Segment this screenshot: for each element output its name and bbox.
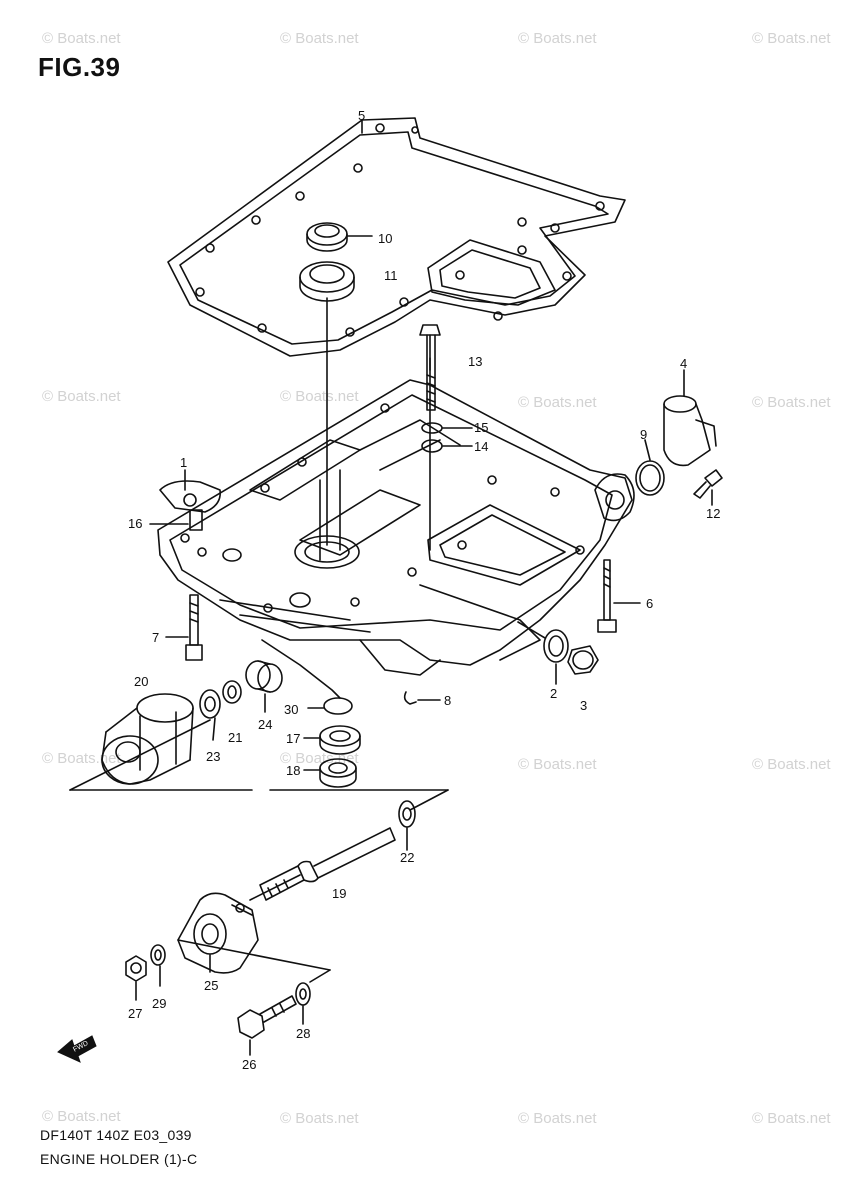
gasket-part — [167, 117, 626, 357]
part-label: 26 — [242, 1057, 257, 1072]
model-code: DF140T 140Z E03_039 — [40, 1127, 192, 1143]
part-label: 4 — [680, 356, 688, 371]
oil-seal-part — [306, 222, 348, 252]
watermark: © Boats.net — [518, 1110, 597, 1127]
part-label: 2 — [550, 686, 558, 701]
sleeve-part — [245, 660, 283, 693]
part-label: 5 — [358, 108, 366, 123]
snap-ring-part — [323, 697, 353, 715]
bolt-part — [419, 324, 441, 411]
part-label: 12 — [706, 506, 721, 521]
part-label: 11 — [384, 268, 398, 283]
part-label: 27 — [128, 1006, 143, 1021]
part-label: 28 — [296, 1026, 311, 1041]
part-label: 16 — [128, 516, 143, 531]
oil-seal-part — [299, 261, 355, 302]
bearing-part — [319, 725, 361, 755]
watermark: © Boats.net — [42, 750, 121, 767]
part-label: 15 — [474, 420, 489, 435]
part-label: 6 — [646, 596, 654, 611]
stud-bolt-part — [597, 559, 641, 633]
part-label: 29 — [152, 996, 167, 1011]
part-label: 7 — [152, 630, 160, 645]
diagram-description: ENGINE HOLDER (1)-C — [40, 1151, 198, 1167]
part-label: 25 — [204, 978, 219, 993]
washer-part — [398, 800, 416, 828]
part-label: 23 — [206, 749, 221, 764]
watermark: © Boats.net — [280, 388, 359, 405]
watermark: © Boats.net — [518, 394, 597, 411]
watermark: © Boats.net — [42, 30, 121, 47]
watermark: © Boats.net — [42, 1108, 121, 1125]
dowel-pin-part — [149, 509, 203, 531]
nut-part — [125, 955, 147, 982]
part-label: 20 — [134, 674, 149, 689]
watermark: © Boats.net — [280, 1110, 359, 1127]
watermark: © Boats.net — [752, 1110, 831, 1127]
part-label: 18 — [286, 763, 301, 778]
bolt-part — [693, 469, 723, 506]
watermark: © Boats.net — [280, 30, 359, 47]
bolt-part — [165, 594, 203, 661]
part-label: 24 — [258, 717, 273, 732]
part-label: 30 — [284, 702, 299, 717]
drain-plug-part — [567, 645, 599, 675]
watermark: © Boats.net — [518, 756, 597, 773]
watermark: © Boats.net — [42, 388, 121, 405]
o-ring-part — [421, 439, 443, 453]
shaft-part — [259, 827, 396, 901]
bushing-part — [101, 693, 194, 785]
o-ring-part — [635, 460, 665, 496]
washer-part — [421, 422, 443, 434]
washer-part — [150, 944, 166, 966]
collar-part — [222, 680, 242, 704]
pipe-fitting-part — [663, 369, 717, 467]
part-label: 21 — [228, 730, 243, 745]
engine-holder-part — [157, 379, 635, 676]
washer-part — [295, 982, 311, 1006]
part-label: 22 — [400, 850, 415, 865]
part-label: 8 — [444, 693, 452, 708]
fwd-arrow-icon: FWD — [57, 1035, 97, 1063]
part-label: 3 — [580, 698, 588, 713]
figure-title: FIG.39 — [38, 52, 121, 82]
part-label: 17 — [286, 731, 301, 746]
watermark: © Boats.net — [752, 394, 831, 411]
part-label: 9 — [640, 427, 648, 442]
bearing-part — [319, 758, 357, 788]
gasket-washer-part — [543, 629, 569, 685]
watermark: © Boats.net — [752, 30, 831, 47]
part-label: 19 — [332, 886, 347, 901]
engine-mount-part — [177, 892, 259, 974]
part-label: 10 — [378, 231, 393, 246]
part-label: 14 — [474, 439, 489, 454]
part-label: 13 — [468, 354, 483, 369]
part-label: 1 — [180, 455, 188, 470]
watermark: © Boats.net — [518, 30, 597, 47]
clip-part — [403, 691, 417, 705]
washer-part — [199, 689, 221, 719]
watermark: © Boats.net — [752, 756, 831, 773]
bolt-part — [237, 995, 297, 1056]
